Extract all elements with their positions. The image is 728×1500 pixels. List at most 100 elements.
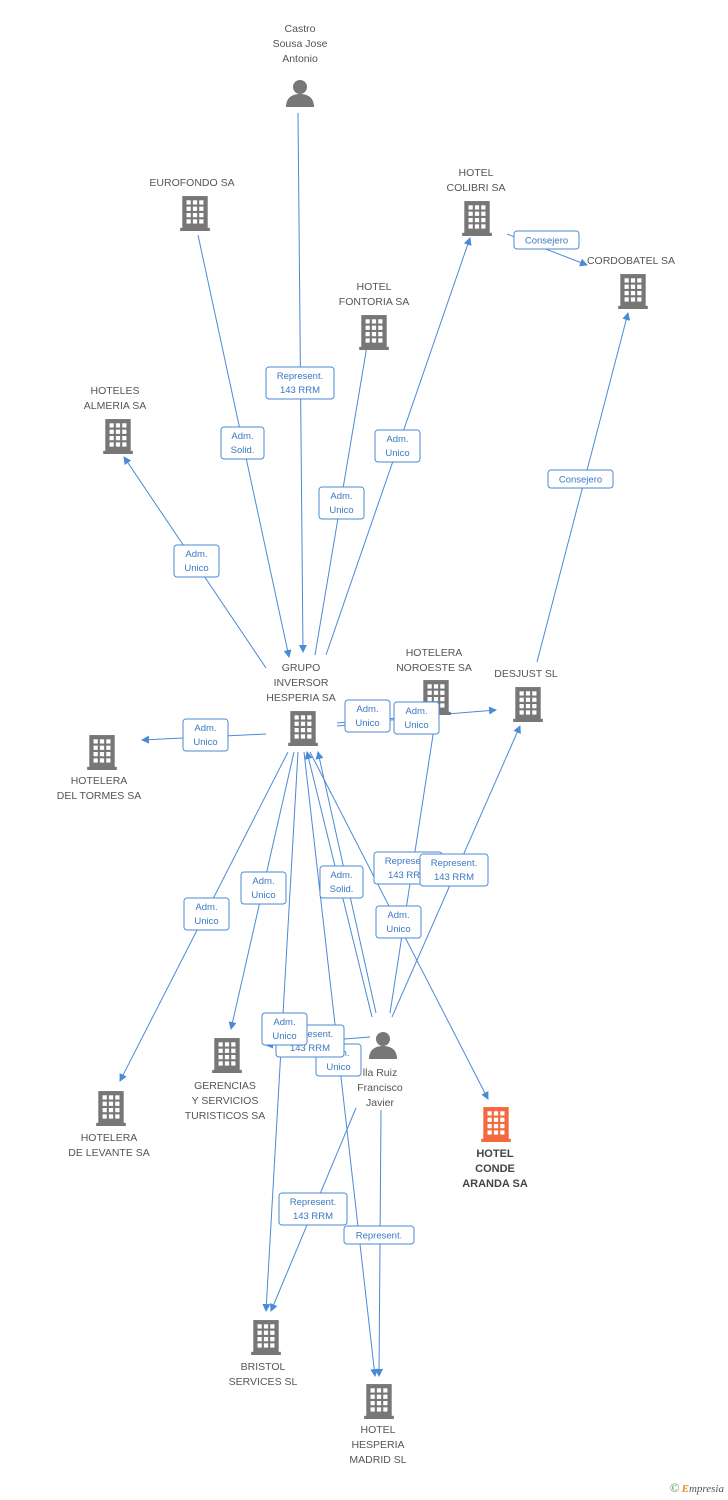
node-label-line: lla Ruiz bbox=[363, 1067, 397, 1079]
edge-label-line: Unico bbox=[386, 924, 410, 935]
person-icon bbox=[286, 80, 314, 107]
node-label-desjust: DESJUST SL bbox=[494, 668, 558, 680]
edge-label-box bbox=[375, 905, 422, 939]
edge-label-0[interactable]: Represent.143 RRM bbox=[265, 366, 335, 400]
edge-label-line: Unico bbox=[184, 563, 208, 574]
edge-label-line: Adm. bbox=[194, 723, 216, 734]
edge-label-line: Adm. bbox=[185, 549, 207, 560]
brand-initial: E bbox=[681, 1483, 689, 1495]
edge-label-20[interactable]: Represent. bbox=[343, 1225, 415, 1245]
edge-label-text: Represent.143 RRM bbox=[287, 1029, 333, 1054]
edge-label-line: Consejero bbox=[525, 236, 568, 247]
edge-label-10[interactable]: Adm.Unico bbox=[183, 897, 230, 931]
edge-label-line: Unico bbox=[326, 1062, 350, 1073]
edge-label-text: Adm. Unico bbox=[193, 723, 217, 748]
edge-label-line: Adm. bbox=[231, 431, 253, 442]
edge-label-box bbox=[278, 1192, 348, 1226]
node-label-eurofondo: EUROFONDO SA bbox=[149, 177, 234, 189]
building-icon bbox=[96, 1091, 126, 1126]
edge-label-text: Adm. Unico bbox=[404, 706, 428, 731]
edge-label-line: Unico bbox=[355, 718, 379, 729]
edge-label-12[interactable]: Adm.Solid. bbox=[319, 865, 364, 899]
edge-label-box bbox=[374, 429, 421, 463]
edge-label-text: Adm. Unico bbox=[329, 491, 353, 516]
edge-label-line: 143 RRM bbox=[290, 1043, 330, 1054]
node-label-line: TURISTICOS SA bbox=[185, 1110, 266, 1122]
edge-label-line: Represent. bbox=[431, 858, 477, 869]
edge-label-box bbox=[261, 1012, 308, 1046]
edge-label-19[interactable]: Represent.143 RRM bbox=[278, 1192, 348, 1226]
building-icon bbox=[87, 735, 117, 770]
edge-label-line: Represent. bbox=[356, 1231, 402, 1242]
building-icon bbox=[251, 1320, 281, 1355]
node-label-line: DESJUST SL bbox=[494, 668, 558, 680]
edge-label-text: Consejero bbox=[525, 236, 568, 247]
node-label-line: COLIBRI SA bbox=[447, 182, 506, 194]
node-label-line: GRUPO bbox=[282, 662, 321, 674]
edge-label-line: Unico bbox=[193, 737, 217, 748]
edge-label-13[interactable]: Adm.Unico bbox=[375, 905, 422, 939]
node-desjust[interactable]: DESJUST SL bbox=[494, 668, 558, 722]
edge-label-line: Unico bbox=[329, 505, 353, 516]
edge-label-5[interactable]: Consejero bbox=[513, 230, 580, 250]
footer-credit: ©Empresia bbox=[670, 1480, 724, 1496]
edge-label-line: Adm. bbox=[273, 1017, 295, 1028]
edge-label-4[interactable]: Adm.Unico bbox=[374, 429, 421, 463]
edge-label-line: 143 RRM bbox=[280, 385, 320, 396]
edge-label-line: Adm. bbox=[405, 706, 427, 717]
edge-label-9[interactable]: Adm. Unico bbox=[393, 701, 440, 735]
building-icon bbox=[212, 1038, 242, 1073]
edge-label-line: Represent. bbox=[385, 856, 431, 867]
edge-label-line: Adm. bbox=[330, 870, 352, 881]
edge-label-line: Adm. bbox=[330, 491, 352, 502]
edge-label-text: Represent.143 RRM bbox=[431, 858, 477, 883]
edge-label-line: Solid. bbox=[231, 445, 255, 456]
edge-label-8[interactable]: Adm.Unico bbox=[344, 699, 391, 733]
node-label-line: Javier bbox=[366, 1097, 395, 1109]
edge-label-15[interactable]: Represent.143 RRM bbox=[419, 853, 489, 887]
edge-label-1[interactable]: Adm. Solid. bbox=[220, 426, 265, 460]
building-icon bbox=[103, 419, 133, 454]
edge-label-box bbox=[265, 366, 335, 400]
edge-label-box bbox=[173, 544, 220, 578]
edge-label-text: Consejero bbox=[559, 475, 602, 486]
person-icon bbox=[369, 1032, 397, 1059]
node-label-line: HOTELERA bbox=[406, 647, 463, 659]
node-cordobatel[interactable]: CORDOBATEL SA bbox=[587, 255, 675, 309]
building-icon bbox=[359, 315, 389, 350]
node-label-line: HOTELERA bbox=[81, 1132, 138, 1144]
edge-label-text: Adm.Solid. bbox=[330, 870, 354, 895]
edge-labels-layer: Represent.143 RRMAdm.Solid.Adm.UnicoAdm.… bbox=[173, 230, 614, 1245]
edge-label-line: Adm. bbox=[386, 434, 408, 445]
node-eurofondo[interactable]: EUROFONDO SA bbox=[149, 177, 235, 231]
edge-label-6[interactable]: Consejero bbox=[547, 469, 614, 489]
edge-label-3[interactable]: Adm. Unico bbox=[318, 486, 365, 520]
edge-label-text: Adm.Unico bbox=[386, 910, 410, 935]
node-label-line: SERVICES SL bbox=[229, 1376, 298, 1388]
edge-label-11[interactable]: Adm.Unico bbox=[240, 871, 287, 905]
edge-label-7[interactable]: Adm. Unico bbox=[182, 718, 229, 752]
edge-label-line: Unico bbox=[404, 720, 428, 731]
node-label-line: Y SERVICIOS bbox=[192, 1095, 259, 1107]
edge-label-2[interactable]: Adm. Unico bbox=[173, 544, 220, 578]
edge-label-18[interactable]: Adm.Unico bbox=[261, 1012, 308, 1046]
